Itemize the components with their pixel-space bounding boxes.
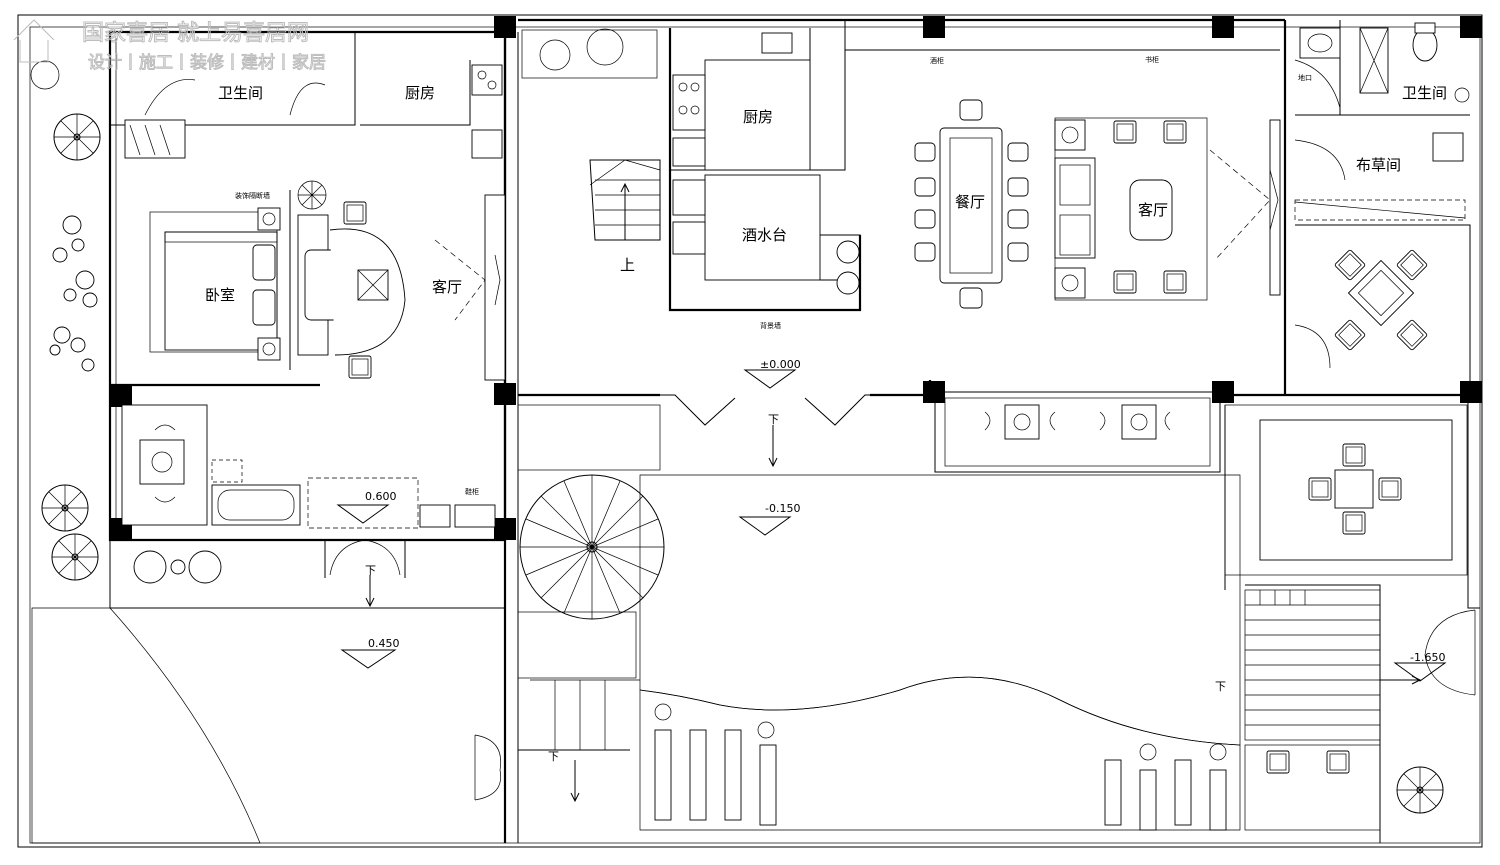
level-labels: ±0.000 -0.150 0.600 0.450 -1.650 xyxy=(365,358,1445,664)
room-label-linen-room: 布草间 xyxy=(1356,156,1401,174)
bedroom-furniture xyxy=(149,180,406,379)
room-label-living-left: 客厅 xyxy=(432,278,462,296)
room-label-kitchen-center: 厨房 xyxy=(743,108,773,126)
room-label-kitchen-left: 厨房 xyxy=(405,84,435,102)
direction-down-right: 下 xyxy=(1215,680,1226,693)
watermark-logo-icon xyxy=(13,19,55,63)
living-main-furniture xyxy=(1054,117,1281,301)
label-bookshelf: 书柜 xyxy=(1145,55,1159,64)
dining-furniture xyxy=(914,99,1029,309)
room-labels: 卫生间 厨房 卧室 客厅 厨房 酒水台 餐厅 客厅 卫生间 布草间 xyxy=(205,84,1447,304)
columns xyxy=(110,16,1482,540)
label-deco-partition: 装饰隔断墙 xyxy=(235,191,270,200)
annotation-labels: 装饰隔断墙 上 背景墙 酒柜 书柜 地口 鞋柜 xyxy=(235,55,1312,496)
left-lower-furniture xyxy=(121,404,502,801)
level-garden: 0.450 xyxy=(368,637,400,650)
level-lower: -1.650 xyxy=(1410,651,1445,664)
room-label-dining: 餐厅 xyxy=(955,193,985,211)
kitchen-center-fixtures xyxy=(672,32,861,295)
lounge-chairs xyxy=(654,703,1444,831)
level-terrace: 0.600 xyxy=(365,490,397,503)
label-cabinet: 鞋柜 xyxy=(465,487,479,496)
terrace-furniture xyxy=(934,391,1453,561)
label-stair-up: 上 xyxy=(620,256,635,274)
room-label-bathroom-left: 卫生间 xyxy=(218,84,263,102)
label-feature-wall: 背景墙 xyxy=(760,321,781,330)
entrance-doors xyxy=(660,394,878,468)
direction-labels: 下 下 下 下 xyxy=(365,413,1226,763)
watermark-subtitle: 设计丨施工丨装修丨建材丨家居 xyxy=(88,53,326,73)
stair-and-plants xyxy=(521,28,661,241)
level-markers xyxy=(336,369,1447,682)
left-garden-plants xyxy=(30,60,101,581)
watermark: 国家喜居 就上易喜居网 设计丨施工丨装修丨建材丨家居 xyxy=(13,19,327,74)
room-label-bathroom-right: 卫生间 xyxy=(1402,84,1447,102)
right-rooms-fixtures xyxy=(1294,22,1470,369)
left-bathroom-kitchen-fixtures xyxy=(124,64,506,381)
room-label-bar-counter: 酒水台 xyxy=(742,226,787,244)
direction-down-entrance: 下 xyxy=(768,413,779,426)
level-courtyard: -0.150 xyxy=(765,502,800,515)
lower-stairs xyxy=(518,589,1476,803)
hatch-areas xyxy=(31,404,1468,844)
label-wine-cabinet: 酒柜 xyxy=(930,56,944,65)
label-basin: 地口 xyxy=(1298,73,1312,82)
room-label-bedroom: 卧室 xyxy=(205,286,235,304)
direction-down-bottom: 下 xyxy=(548,750,559,763)
spiral-stair xyxy=(519,474,665,620)
watermark-title: 国家喜居 就上易喜居网 xyxy=(82,21,309,46)
direction-down-left: 下 xyxy=(365,564,376,577)
level-main: ±0.000 xyxy=(760,358,801,371)
room-label-living-main: 客厅 xyxy=(1138,201,1168,219)
